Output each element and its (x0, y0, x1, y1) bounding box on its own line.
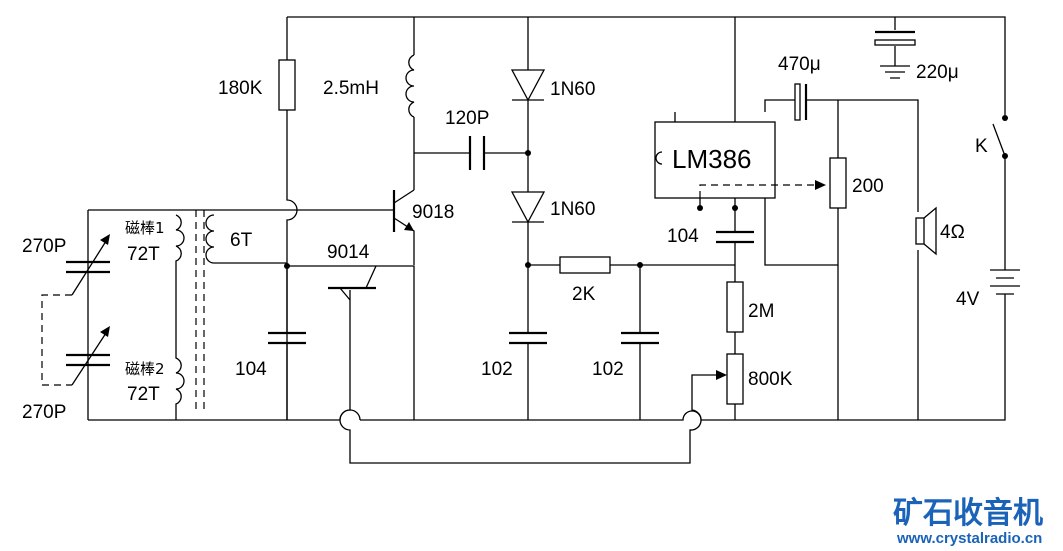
lm386-internal (699, 184, 815, 198)
vc2-arrow-head (100, 326, 110, 337)
junction-dot (732, 205, 738, 211)
c220-label: 220μ (916, 62, 959, 83)
speaker-body (915, 217, 925, 245)
choke-label: 2.5mH (323, 78, 379, 99)
pot200-label: 200 (852, 176, 884, 197)
c102a-label: 102 (481, 359, 513, 380)
junction-dot (637, 262, 643, 268)
ground-rail-wire-2 (360, 300, 1006, 421)
pot800k-label: 800K (748, 369, 793, 390)
lm386-notch (655, 151, 663, 165)
lm386-pins (674, 17, 838, 266)
q9018-label: 9018 (412, 202, 454, 223)
pot200-resistor (829, 157, 847, 209)
battery-label: 4V (956, 289, 980, 310)
vc2-arrow (71, 329, 109, 386)
choke-inductor (405, 54, 415, 118)
r2m-resistor (726, 281, 744, 333)
junction-dot (525, 150, 531, 156)
brand-title: 矿石收音机 (893, 496, 1043, 531)
q9014-legs (339, 265, 377, 301)
coil6t-wire (205, 214, 287, 264)
r2m-label: 2M (748, 301, 774, 322)
c470-wire (764, 99, 919, 420)
speaker-cone (923, 206, 937, 256)
switch-label: K (975, 136, 988, 157)
d2-diode (510, 191, 546, 224)
c102b-label: 102 (592, 359, 624, 380)
c220-capacitor-lower (874, 39, 916, 46)
c102b-capacitor (621, 331, 659, 345)
c104b-capacitor (716, 230, 754, 244)
rod2-label: 磁棒2 (125, 360, 165, 378)
c470-label: 470μ (778, 54, 821, 75)
c104a-label: 104 (235, 359, 267, 380)
r180k-label: 180K (218, 78, 263, 99)
speaker-label: 4Ω (940, 222, 965, 243)
top-rail-wire (287, 16, 1006, 115)
rod1-label: 磁棒1 (125, 219, 165, 237)
d1-label: 1N60 (550, 79, 595, 100)
coil6t-label: 6T (230, 230, 253, 251)
d1-diode (510, 69, 546, 102)
pot800k-wiper (691, 374, 716, 378)
pot800k-wiper-arrow (716, 370, 727, 380)
lm386-label: LM386 (672, 144, 752, 174)
vc1-arrow (71, 237, 109, 296)
q9018-collector (393, 189, 415, 204)
rod1-coil (175, 214, 185, 420)
c104a-capacitor (268, 331, 306, 345)
pot200-wiper-arrow (815, 180, 826, 190)
q9014-label: 9014 (327, 242, 370, 263)
lm386-chip (654, 121, 776, 199)
c120p-capacitor (468, 136, 486, 170)
vc1-label: 270P (22, 236, 66, 257)
ground-rail-hop-1 (339, 409, 361, 421)
c104b-label: 104 (667, 226, 699, 247)
d2-label: 1N60 (550, 199, 595, 220)
switch-contact (1002, 115, 1008, 121)
rod2-turns-label: 72T (127, 384, 160, 405)
junction-dot (697, 205, 703, 211)
q9018-emitter-arrow (404, 222, 414, 231)
r2k-label: 2K (572, 284, 596, 305)
c220-ground (880, 65, 910, 79)
vc2-label: 270P (22, 402, 66, 423)
pot800k-resistor (726, 353, 744, 405)
gang-link (41, 294, 72, 386)
c470-capacitor-left (794, 83, 801, 121)
vc1-capacitor (66, 260, 110, 274)
c120p-label: 120P (445, 108, 489, 129)
battery-cells (990, 269, 1020, 300)
q9018-emitter (393, 217, 415, 265)
q9014-base-wire (287, 265, 415, 420)
brand-url: www.crystalradio.cn (896, 530, 1042, 547)
r2k-resistor (559, 256, 611, 274)
r180k-resistor (278, 59, 296, 111)
vc1-arrow-head (100, 234, 110, 245)
vc2-capacitor (66, 353, 110, 367)
jumper-loop-wire (339, 290, 702, 464)
switch-lever (992, 123, 1006, 270)
rod1-turns-label: 72T (127, 244, 160, 265)
c102a-capacitor (509, 331, 547, 345)
